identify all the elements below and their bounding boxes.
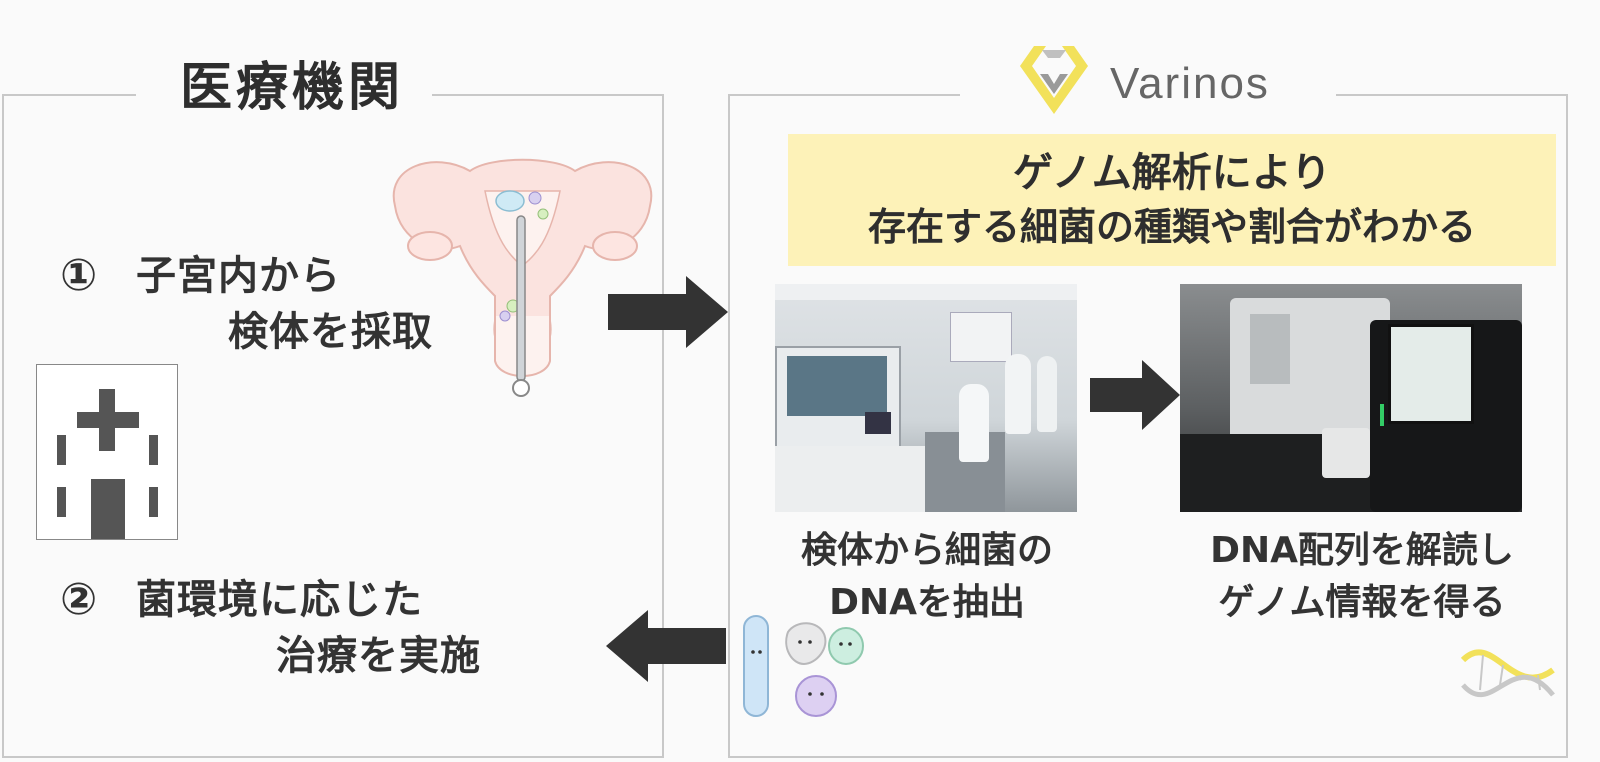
arrow-left-icon — [606, 610, 726, 682]
dna-helix-icon — [1460, 649, 1555, 698]
genome-analysis-highlight: ゲノム解析により 存在する細菌の種類や割合がわかる — [788, 134, 1556, 266]
caption-sequence-line1: DNA配列を解読し — [1210, 530, 1514, 571]
sequencer-photo — [1180, 284, 1522, 512]
highlight-line1: ゲノム解析により — [1013, 150, 1331, 196]
step1-line1: 子宮内から — [136, 253, 341, 299]
step2-number: ② — [60, 574, 99, 625]
step1-number: ① — [60, 250, 99, 301]
process-arrow-icon — [1090, 360, 1180, 430]
lab-photo — [775, 284, 1077, 512]
varinos-logo-icon — [1020, 46, 1088, 114]
caption-extract-line2: DNAを抽出 — [829, 582, 1025, 623]
step2-line1: 菌環境に応じた — [136, 577, 423, 623]
caption-extract-line1: 検体から細菌の — [800, 530, 1053, 571]
bacteria-illustration — [743, 615, 864, 717]
arrow-right-icon — [608, 276, 728, 348]
caption-sequence-line2: ゲノム情報を得る — [1218, 582, 1506, 623]
highlight-line2: 存在する細菌の種類や割合がわかる — [867, 205, 1476, 249]
hospital-icon — [36, 364, 178, 540]
step2-line2: 治療を実施 — [276, 633, 481, 679]
uterus-illustration — [392, 158, 653, 397]
step1-line2: 検体を採取 — [228, 309, 433, 355]
panel-title-medical-institution: 医療機関 — [180, 58, 405, 118]
varinos-logo-text: Varinos — [1110, 59, 1270, 108]
